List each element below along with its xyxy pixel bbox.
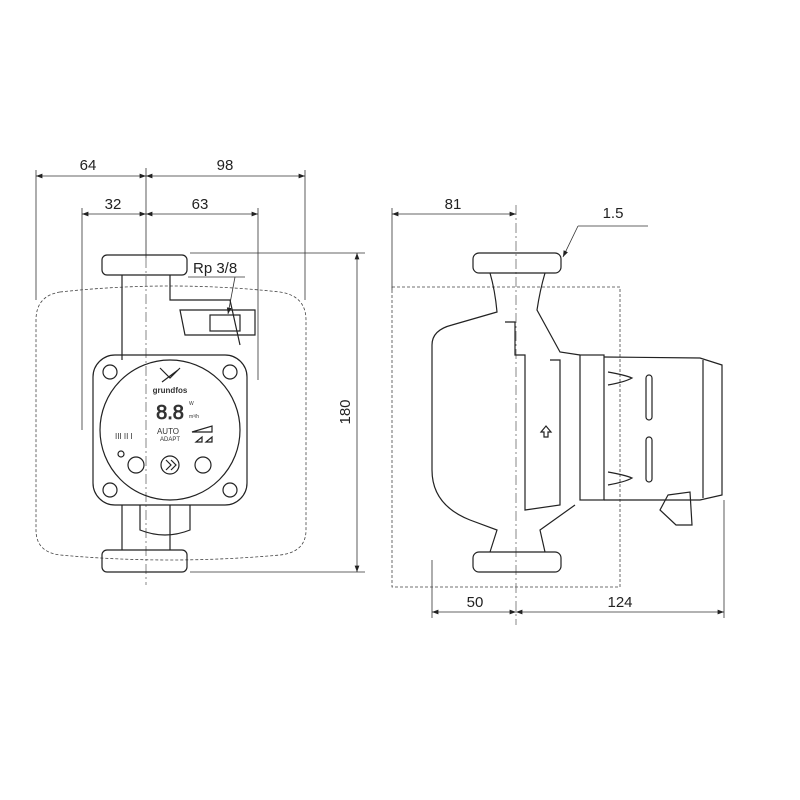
flow-direction-arrow-icon bbox=[539, 425, 553, 438]
dim-50: 50 bbox=[467, 594, 484, 611]
light-button[interactable] bbox=[127, 456, 145, 474]
led-indicator-icon bbox=[117, 450, 125, 458]
display-toggle-button[interactable] bbox=[194, 456, 212, 474]
clearance-outline bbox=[35, 285, 307, 561]
chevron-right-icon bbox=[165, 459, 177, 471]
thread-label: Rp 3/8 bbox=[193, 260, 237, 277]
brand-logo: grundfos bbox=[153, 386, 188, 395]
tolerance-label: 1.5 bbox=[603, 205, 624, 222]
unit-power: W bbox=[189, 401, 194, 407]
dim-64: 64 bbox=[80, 157, 97, 174]
dim-63: 63 bbox=[192, 196, 209, 213]
side-view: 81 1.5 50 124 bbox=[391, 196, 725, 625]
speed-marks: III II I bbox=[115, 432, 133, 441]
unit-flow: m³/h bbox=[189, 414, 199, 420]
dim-124: 124 bbox=[607, 594, 632, 611]
pump-side-body bbox=[431, 252, 723, 573]
dim-180: 180 bbox=[337, 399, 354, 424]
select-button[interactable] bbox=[160, 455, 180, 475]
front-view: 64 98 32 63 Rp 3/8 180 grundfos 8.8 W bbox=[35, 157, 365, 585]
control-panel: grundfos 8.8 W m³/h III II I AUTO ADAPT bbox=[115, 367, 213, 475]
pressure-mode-icon bbox=[194, 435, 213, 443]
mode-auto: AUTO bbox=[157, 427, 179, 436]
front-dimensions bbox=[35, 168, 365, 573]
clearance-box bbox=[391, 286, 621, 588]
brand-logo-icon bbox=[159, 367, 181, 383]
mode-adapt: ADAPT bbox=[160, 437, 180, 443]
dim-32: 32 bbox=[105, 196, 122, 213]
led-display: 8.8 bbox=[156, 402, 184, 424]
dim-81: 81 bbox=[445, 196, 462, 213]
side-dimensions bbox=[391, 208, 725, 618]
pump-front-body bbox=[92, 254, 256, 573]
curve-icon bbox=[191, 425, 213, 433]
dim-98: 98 bbox=[217, 157, 234, 174]
